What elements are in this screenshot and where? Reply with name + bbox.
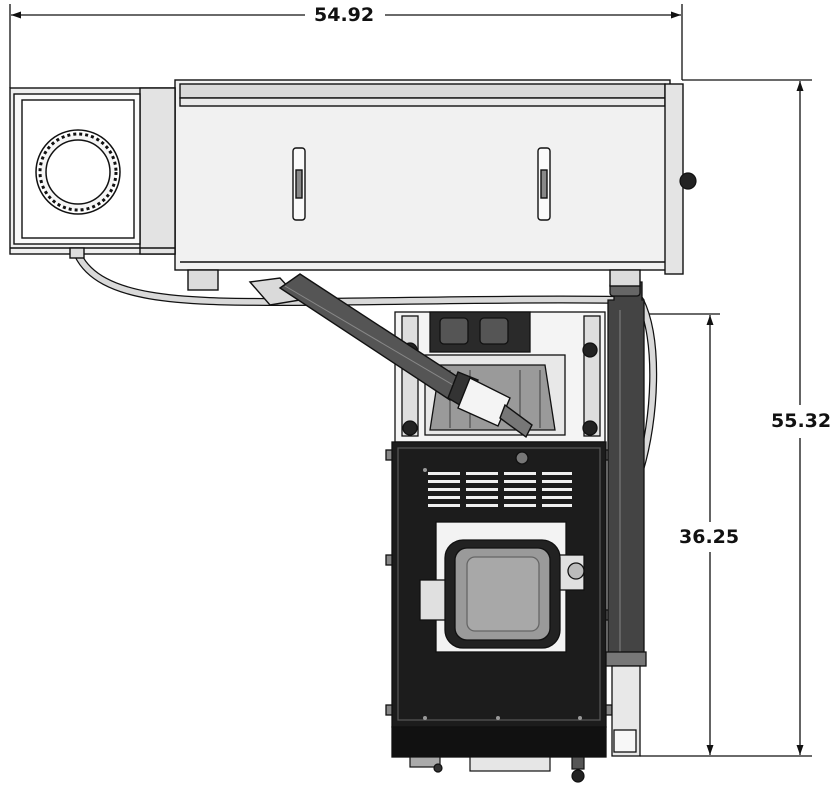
lens-icon [35,129,121,215]
dimension-overall-height [640,79,812,757]
vertical-pipe [605,281,647,757]
vent-slots [428,472,572,507]
exhaust-hose [248,273,533,439]
main-enclosure [174,79,684,291]
dimension-label-width: 54.92 [311,4,378,26]
handle-right [537,147,551,221]
handle-left [292,147,306,221]
bottom-fittings [409,756,585,783]
dimension-overall-width [9,4,683,88]
dimension-label-lower-height: 36.25 [676,526,743,548]
dimension-lower-height [640,313,720,755]
dimension-label-height: 55.32 [768,410,835,432]
lower-housing [385,441,613,758]
knob-right [679,172,697,190]
